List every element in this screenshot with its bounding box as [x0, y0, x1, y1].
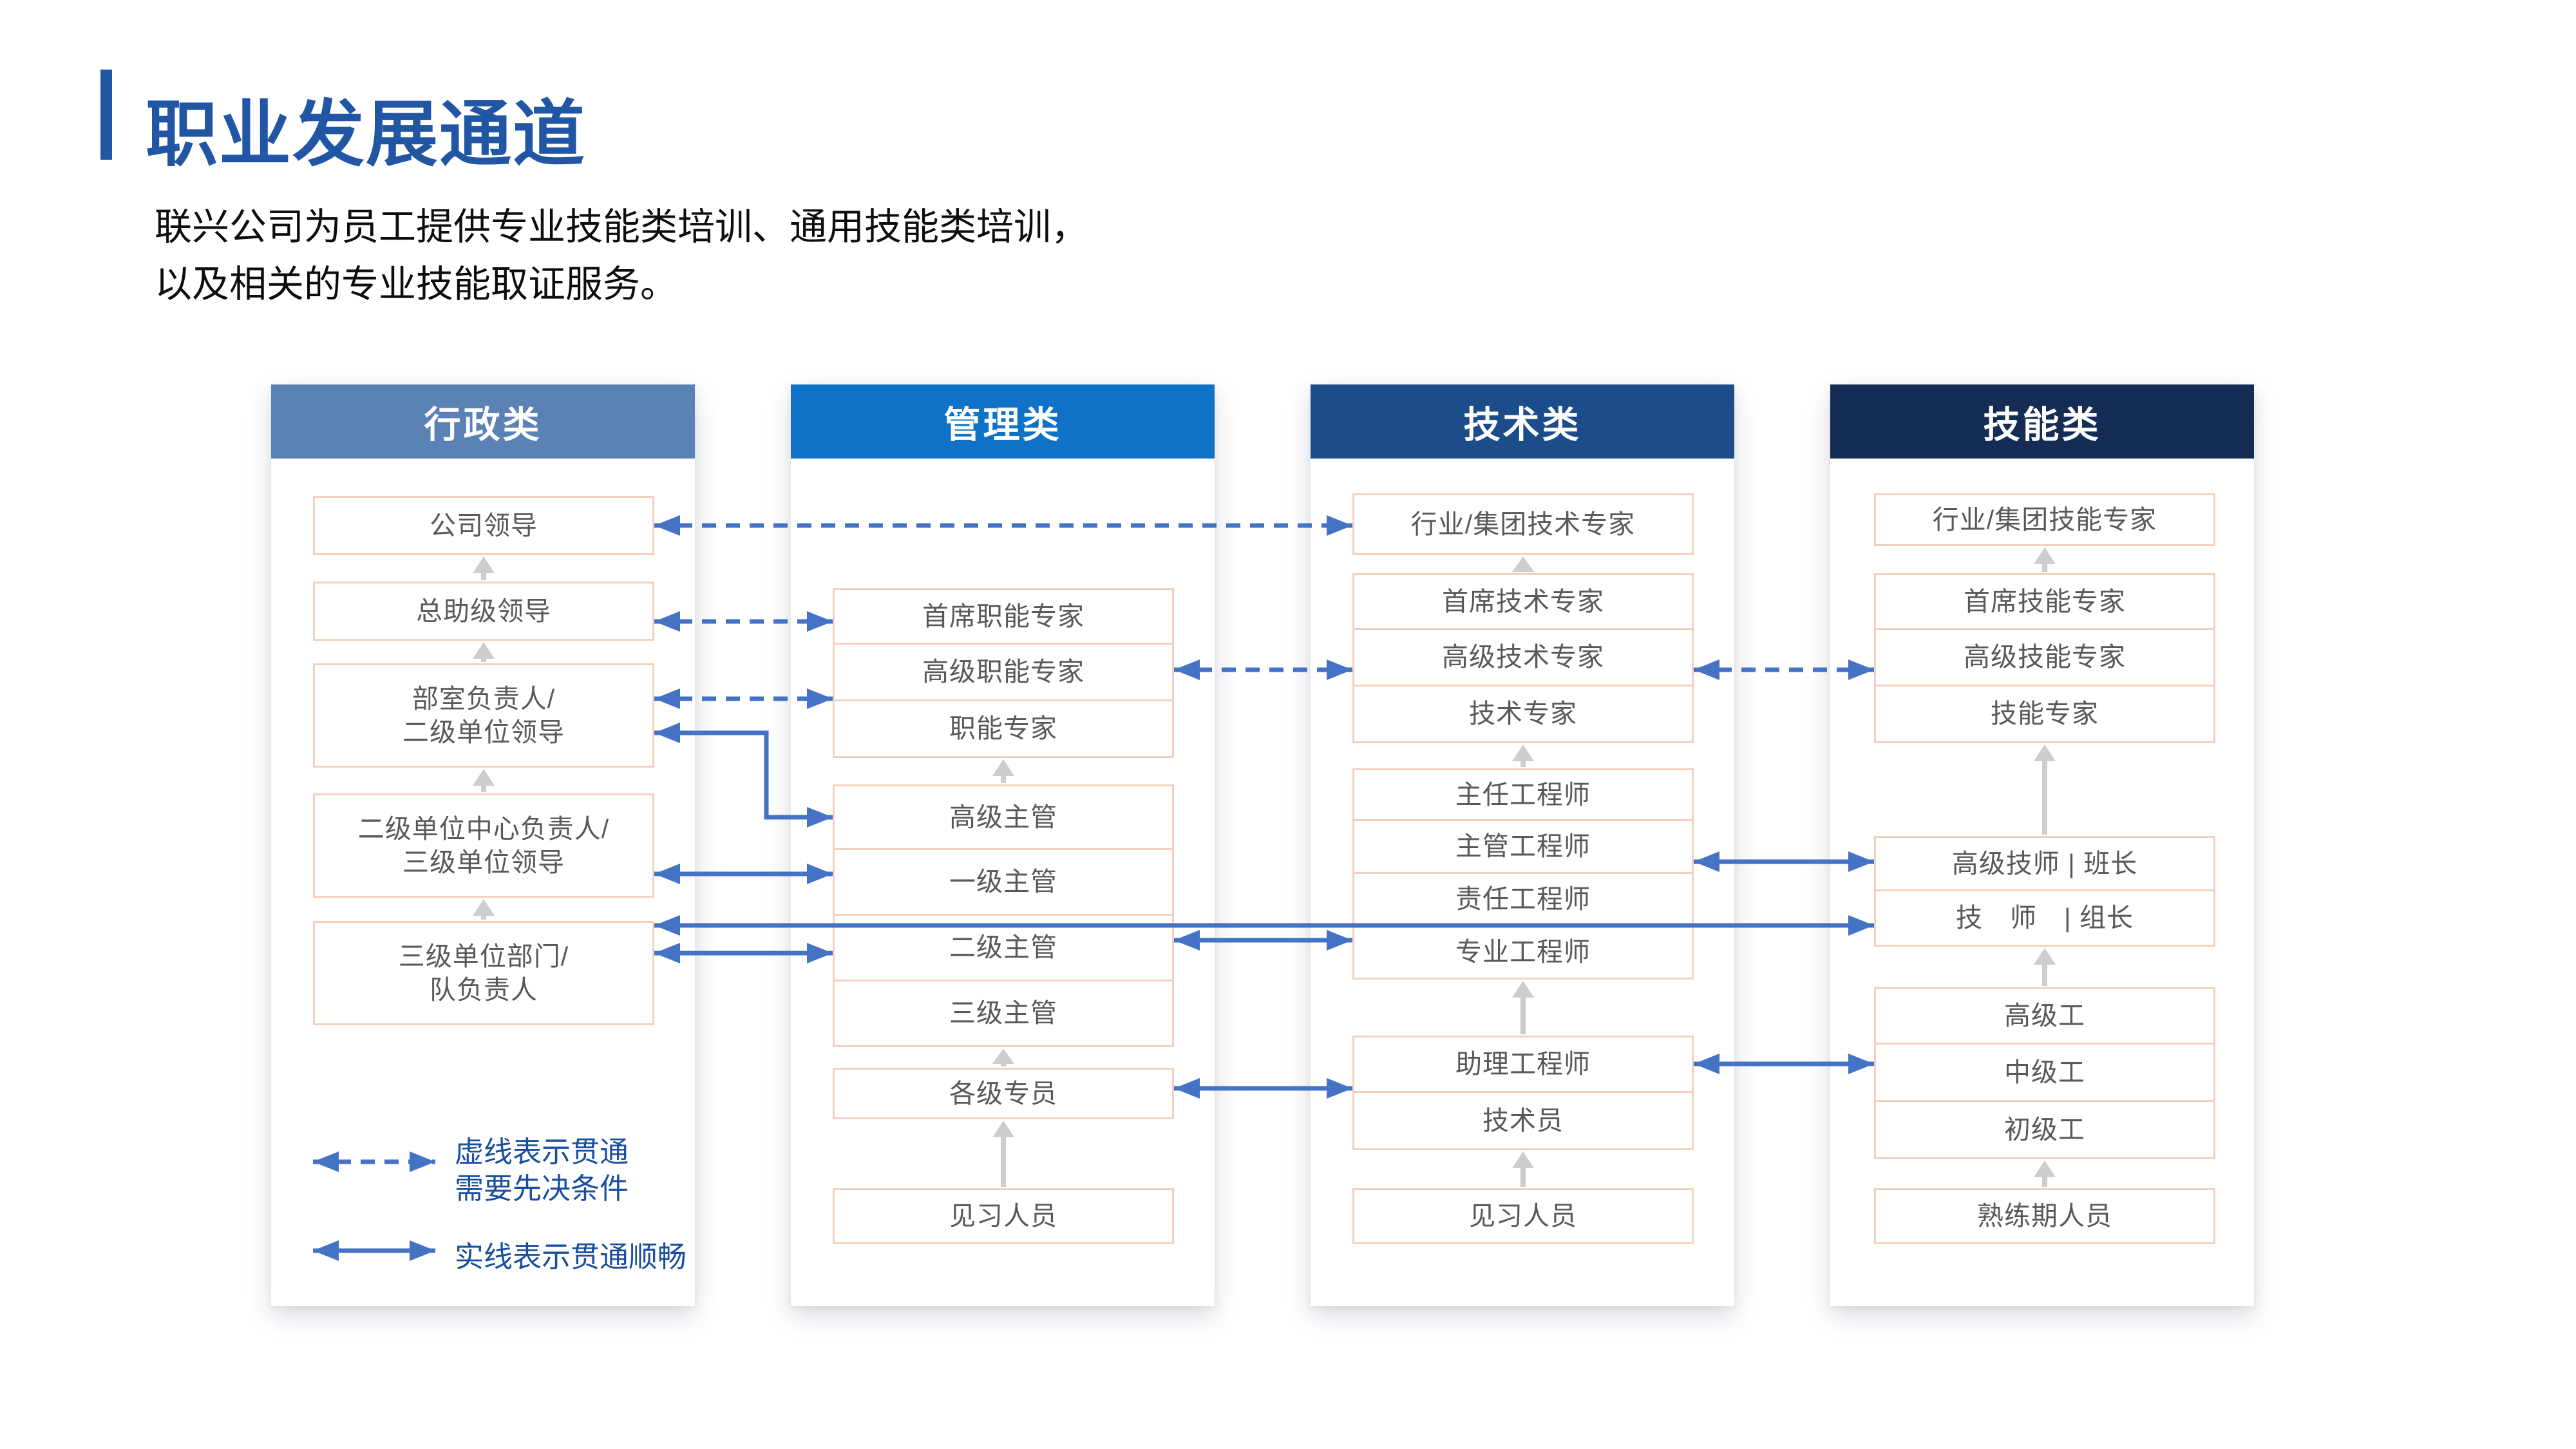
column-header-admin: 行政类: [271, 384, 695, 459]
node-label: 高级技师 | 班长: [1951, 848, 2138, 878]
node-label: 各级专员: [949, 1078, 1057, 1108]
node-label: 行业/集团技术专家: [1410, 509, 1636, 539]
node-label: 技能专家: [1991, 699, 2099, 729]
node-label: 助理工程师: [1455, 1049, 1591, 1079]
node-senior-technician-monitor: 高级技师 | 班长: [1874, 836, 2215, 891]
node-label: 三级单位领导: [402, 848, 565, 877]
node-l3-dept-team-head: 三级单位部门/ 队负责人: [313, 921, 654, 1025]
node-level1-supervisor: 一级主管: [833, 850, 1174, 916]
node-industry-group-tech-expert: 行业/集团技术专家: [1352, 493, 1694, 555]
node-intermediate-worker: 中级工: [1874, 1045, 2215, 1102]
node-industry-group-skill-expert: 行业/集团技能专家: [1874, 493, 2215, 546]
column-header-management: 管理类: [791, 384, 1215, 459]
node-label: 中级工: [2004, 1057, 2085, 1087]
node-label: 总助级领导: [416, 596, 551, 626]
node-label: 首席职能专家: [922, 601, 1084, 631]
node-professional-engineer: 专业工程师: [1352, 927, 1694, 980]
node-trainee-management: 见习人员: [833, 1188, 1174, 1244]
legend-dashed-label: 虚线表示贯通 需要先决条件: [455, 1133, 629, 1207]
node-functional-expert: 职能专家: [833, 701, 1174, 758]
node-label: 技术专家: [1469, 699, 1577, 729]
node-tech-expert: 技术专家: [1352, 687, 1694, 743]
node-label: 首席技术专家: [1442, 586, 1604, 616]
node-label: 高级技能专家: [1964, 642, 2126, 672]
node-chief-skill-expert: 首席技能专家: [1874, 573, 2215, 630]
node-label: 高级技术专家: [1442, 642, 1604, 672]
node-label: 高级工: [2004, 1001, 2085, 1031]
node-label: 二级单位领导: [402, 717, 565, 747]
node-label: 初级工: [2004, 1114, 2085, 1144]
node-label: 技术员: [1482, 1105, 1564, 1135]
node-label: 首席技能专家: [1964, 586, 2126, 616]
node-trainee-technical: 见习人员: [1352, 1188, 1694, 1244]
node-l2-center-head-l3-unit-leaders: 二级单位中心负责人/ 三级单位领导: [313, 793, 654, 898]
node-chief-functional-expert: 首席职能专家: [833, 588, 1174, 645]
node-senior-supervisor: 高级主管: [833, 784, 1174, 850]
node-label: 责任工程师: [1455, 884, 1591, 914]
node-label: 主任工程师: [1455, 779, 1591, 810]
node-skill-expert: 技能专家: [1874, 687, 2215, 743]
node-supervising-engineer: 主管工程师: [1352, 821, 1694, 874]
page-title: 职业发展通道: [146, 94, 586, 175]
legend-dashed-line-2: 需要先决条件: [455, 1172, 629, 1205]
node-label: 见习人员: [949, 1201, 1057, 1231]
node-senior-skill-expert: 高级技能专家: [1874, 630, 2215, 687]
node-assistant-gm-leaders: 总助级领导: [313, 582, 654, 641]
node-assistant-engineer: 助理工程师: [1352, 1036, 1694, 1093]
node-label: 技 师 | 组长: [1955, 903, 2134, 933]
column-header-skill: 技能类: [1830, 384, 2254, 459]
node-technician: 技术员: [1352, 1093, 1694, 1150]
node-director-engineer: 主任工程师: [1352, 768, 1694, 821]
node-label: 部室负责人/: [412, 683, 556, 714]
node-junior-worker: 初级工: [1874, 1102, 2215, 1159]
node-label: 二级主管: [949, 933, 1057, 963]
subtitle-line-2: 以及相关的专业技能取证服务。: [155, 263, 678, 305]
node-senior-functional-expert: 高级职能专家: [833, 645, 1174, 701]
node-responsible-engineer: 责任工程师: [1352, 874, 1694, 927]
legend-dashed-line-1: 虚线表示贯通: [455, 1135, 629, 1168]
subtitle-line-1: 联兴公司为员工提供专业技能类培训、通用技能类培训，: [155, 206, 1089, 248]
column-header-technical: 技术类: [1311, 384, 1734, 459]
node-label: 一级主管: [949, 867, 1057, 897]
node-label: 三级主管: [949, 998, 1057, 1028]
node-label: 见习人员: [1469, 1201, 1577, 1231]
node-level2-supervisor: 二级主管: [833, 916, 1174, 981]
node-label: 专业工程师: [1455, 937, 1591, 967]
node-label: 二级单位中心负责人/: [357, 813, 610, 844]
node-label: 高级主管: [949, 802, 1057, 832]
node-dept-head-l2-unit-leaders: 部室负责人/ 二级单位领导: [313, 663, 654, 768]
node-proficiency-staff: 熟练期人员: [1874, 1188, 2215, 1244]
node-technician-group-leader: 技 师 | 组长: [1874, 891, 2215, 947]
title-accent-bar: [100, 70, 112, 160]
node-label: 职能专家: [949, 714, 1057, 744]
node-level3-supervisor: 三级主管: [833, 981, 1174, 1047]
node-label: 队负责人: [430, 975, 538, 1005]
node-label: 主管工程师: [1455, 831, 1591, 862]
legend-solid-label: 实线表示贯通顺畅: [455, 1240, 687, 1273]
node-label: 行业/集团技能专家: [1932, 504, 2157, 535]
node-label: 三级单位部门/: [398, 941, 569, 971]
node-chief-tech-expert: 首席技术专家: [1352, 573, 1694, 630]
node-label: 熟练期人员: [1977, 1201, 2112, 1231]
node-specialists-all-levels: 各级专员: [833, 1068, 1174, 1119]
node-label: 高级职能专家: [922, 657, 1084, 687]
promotion-up-arrows: [473, 547, 2056, 1187]
node-senior-worker: 高级工: [1874, 987, 2215, 1045]
node-label: 公司领导: [430, 510, 538, 540]
node-senior-tech-expert: 高级技术专家: [1352, 630, 1694, 687]
node-company-leaders: 公司领导: [313, 496, 654, 555]
